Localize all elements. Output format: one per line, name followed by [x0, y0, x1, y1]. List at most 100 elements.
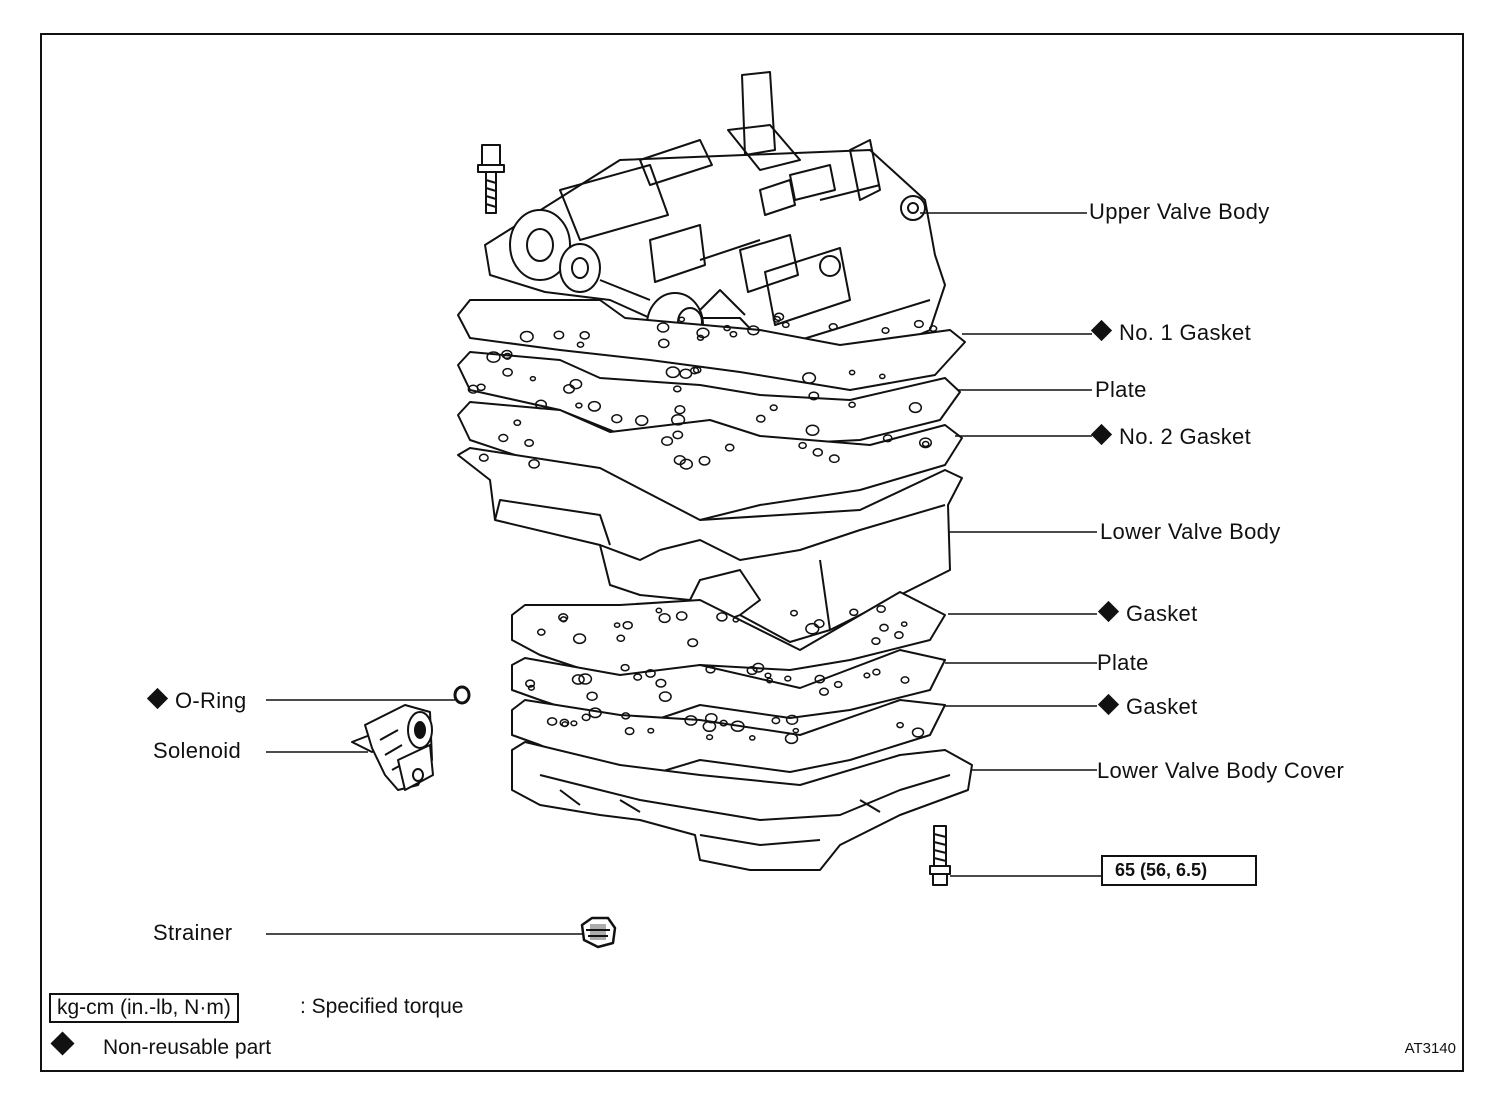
gasket-hole: [752, 662, 765, 673]
gasket-hole: [616, 634, 626, 643]
no1-gasket-part: [457, 299, 966, 391]
gasket-hole: [536, 628, 546, 636]
figure-code: AT3140: [1404, 1040, 1456, 1057]
non-reusable-diamond-icon: [1097, 600, 1120, 623]
label-gasket-lower: Gasket: [1097, 693, 1198, 720]
gasket-hole: [581, 713, 591, 722]
gasket-hole: [696, 327, 710, 339]
gasket-hole: [911, 727, 925, 738]
gasket-hole: [657, 338, 670, 349]
gasket-hole: [655, 607, 663, 614]
non-reusable-diamond-icon: [1097, 693, 1120, 716]
upper-valve-body-part: [484, 71, 946, 369]
gasket-hole: [784, 733, 799, 745]
gasket-hole: [900, 676, 910, 684]
gasket-hole: [524, 438, 535, 447]
gasket-hole: [792, 727, 800, 734]
gasket-hole: [588, 707, 602, 719]
gasket-hole: [579, 331, 590, 340]
gasket-hole: [569, 378, 583, 390]
torque-spec-box: 65 (56, 6.5): [1101, 855, 1257, 886]
gasket-hole: [921, 440, 930, 448]
gasket-hole: [913, 319, 924, 329]
gasket-hole: [655, 678, 667, 688]
gasket-hole: [527, 684, 536, 691]
label-no2-gasket: No. 2 Gasket: [1090, 423, 1251, 450]
gasket-hole: [729, 330, 738, 338]
gasket-hole: [613, 622, 621, 628]
gasket-hole: [665, 366, 681, 379]
gasket-hole: [771, 716, 781, 725]
non-reusable-diamond-icon: [146, 687, 169, 710]
gasket-hole: [863, 672, 871, 679]
gasket-hole: [622, 620, 633, 630]
gasket-hole: [878, 373, 886, 380]
gasket-hole: [755, 414, 766, 423]
gasket-hole: [848, 369, 856, 376]
gasket-hole: [633, 673, 643, 681]
gasket-hole: [876, 604, 886, 614]
lower-valve-body-part: [457, 447, 963, 643]
gasket-hole: [698, 455, 711, 466]
gasket-hole: [624, 726, 635, 736]
gasket-hole: [747, 325, 760, 336]
non-reusable-diamond-icon: [1090, 423, 1113, 446]
gasket-hole: [486, 351, 501, 363]
o-ring-part: [453, 685, 471, 705]
gasket-hole: [634, 415, 649, 427]
gasket-hole: [704, 712, 718, 724]
gasket-hole: [576, 341, 585, 348]
gasket-hole: [529, 375, 537, 382]
gasket-hole: [501, 349, 513, 360]
legend-nonreusable: Non-reusable part: [48, 1031, 271, 1060]
gasket-hole: [467, 384, 479, 394]
gasket-hole: [784, 675, 792, 682]
gasket-hole: [559, 616, 568, 623]
gasket-hole: [673, 455, 686, 466]
gasket-hole: [645, 668, 656, 678]
gasket-holes: [467, 312, 938, 745]
gasket-hole: [570, 720, 578, 727]
gasket-hole: [656, 322, 670, 333]
gasket-hole: [478, 453, 489, 462]
gasket-hole: [785, 714, 799, 725]
gasket-hole: [705, 734, 714, 741]
gasket-hole: [818, 687, 830, 696]
gasket-hole: [872, 668, 881, 676]
gasket-hole: [525, 679, 536, 688]
gasket-hole: [828, 322, 838, 331]
gasket-hole: [918, 437, 933, 449]
gasket-hole: [674, 405, 686, 415]
gasket-hole: [553, 330, 565, 340]
label-upper-valve-body: Upper Valve Body: [1089, 199, 1270, 224]
gasket-hole: [828, 454, 840, 464]
gasket-hole: [732, 616, 740, 623]
gasket-hole: [587, 400, 602, 412]
gasket-hole: [894, 631, 904, 640]
gasket-hole: [513, 419, 522, 427]
gasket-hole: [679, 368, 693, 379]
gasket-hole: [848, 401, 856, 409]
gasket-hole: [881, 326, 890, 335]
gasket-hole: [672, 430, 684, 440]
gasket-hole: [498, 433, 509, 443]
gasket-hole: [503, 352, 512, 360]
gasket-hole: [675, 611, 688, 621]
gasket-hole: [849, 608, 859, 617]
gasket-hole: [571, 674, 585, 685]
gasket-hole: [808, 391, 820, 401]
gasket-hole: [929, 325, 938, 333]
gasket-hole: [689, 366, 700, 375]
gasket-hole: [908, 402, 923, 414]
gasket-hole: [764, 672, 772, 679]
gasket-hole: [546, 717, 558, 726]
gasket-hole: [620, 663, 630, 672]
gasket-hole: [879, 623, 889, 632]
label-plate-upper: Plate: [1095, 377, 1147, 402]
gasket-hole: [658, 613, 671, 624]
label-lower-valve-body: Lower Valve Body: [1100, 519, 1281, 544]
leader-lines: [266, 212, 1101, 935]
gasket-hole: [814, 674, 826, 684]
gasket-hole: [672, 385, 682, 393]
